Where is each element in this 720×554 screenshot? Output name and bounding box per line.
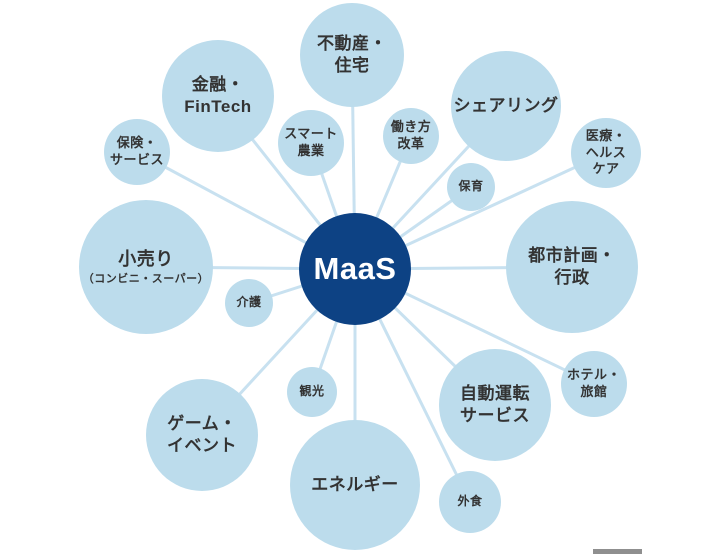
node-label: ヘルス <box>585 144 627 160</box>
node-label: 改革 <box>397 136 425 151</box>
node-label: 行政 <box>554 268 590 287</box>
node-label: ケア <box>592 161 620 177</box>
node-label: サービス <box>109 152 164 167</box>
node-medical-healthcare: 医療・ヘルスケア <box>571 118 641 188</box>
node-label: 観光 <box>299 384 325 399</box>
node-label: 不動産・ <box>317 33 387 53</box>
node-label: 介護 <box>236 295 262 310</box>
node-finance-fintech: 金融・ FinTech <box>162 40 274 152</box>
node-sharing: シェアリング <box>451 51 561 161</box>
node-hotel-ryokan: ホテル・旅館 <box>561 351 627 417</box>
node-smart-agriculture: スマート農業 <box>278 110 344 176</box>
node-nursing-care: 介護 <box>225 279 273 327</box>
node-game-events: ゲーム・イベント <box>146 379 258 491</box>
node-autonomous-driving-services: 自動運転サービス <box>439 349 551 461</box>
footer-bar <box>593 549 642 554</box>
node-label: サービス <box>460 406 530 425</box>
node-label: スマート <box>284 126 338 142</box>
node-label: シェアリング <box>453 95 559 115</box>
node-label: ゲーム・ <box>167 413 237 433</box>
node-label: 保険・ <box>116 135 158 151</box>
node-childcare: 保育 <box>447 163 495 211</box>
node-workstyle-reform: 働き方改革 <box>383 108 439 164</box>
node-label: 旅館 <box>580 384 608 399</box>
node-label: 働き方 <box>390 119 432 135</box>
node-label: イベント <box>167 436 237 455</box>
node-label: エネルギー <box>311 474 399 494</box>
node-tourism: 観光 <box>287 367 337 417</box>
node-label: 農業 <box>297 143 325 158</box>
node-urban-planning-government: 都市計画・行政 <box>506 201 638 333</box>
node-label: 外食 <box>457 494 483 509</box>
node-real-estate-housing: 不動産・住宅 <box>300 3 404 107</box>
node-label: 小売り <box>118 249 174 270</box>
hub-node-maas: MaaS <box>299 213 411 325</box>
node-label: ホテル・ <box>566 367 621 383</box>
node-label: 住宅 <box>334 56 370 75</box>
node-label: 保育 <box>458 179 484 194</box>
hub-label: MaaS <box>313 250 397 286</box>
node-energy: エネルギー <box>290 420 420 550</box>
node-label: 金融・ <box>191 74 245 94</box>
node-label: FinTech <box>184 97 252 116</box>
node-label: 自動運転 <box>460 383 530 403</box>
node-label: 都市計画・ <box>528 245 616 265</box>
node-retail-convenience-super: 小売り （コンビニ・スーパー） <box>79 200 213 334</box>
node-label: 医療・ <box>585 127 627 143</box>
node-label: （コンビニ・スーパー） <box>82 272 210 285</box>
node-insurance-services: 保険・サービス <box>104 119 170 185</box>
node-dining-out: 外食 <box>439 471 501 533</box>
